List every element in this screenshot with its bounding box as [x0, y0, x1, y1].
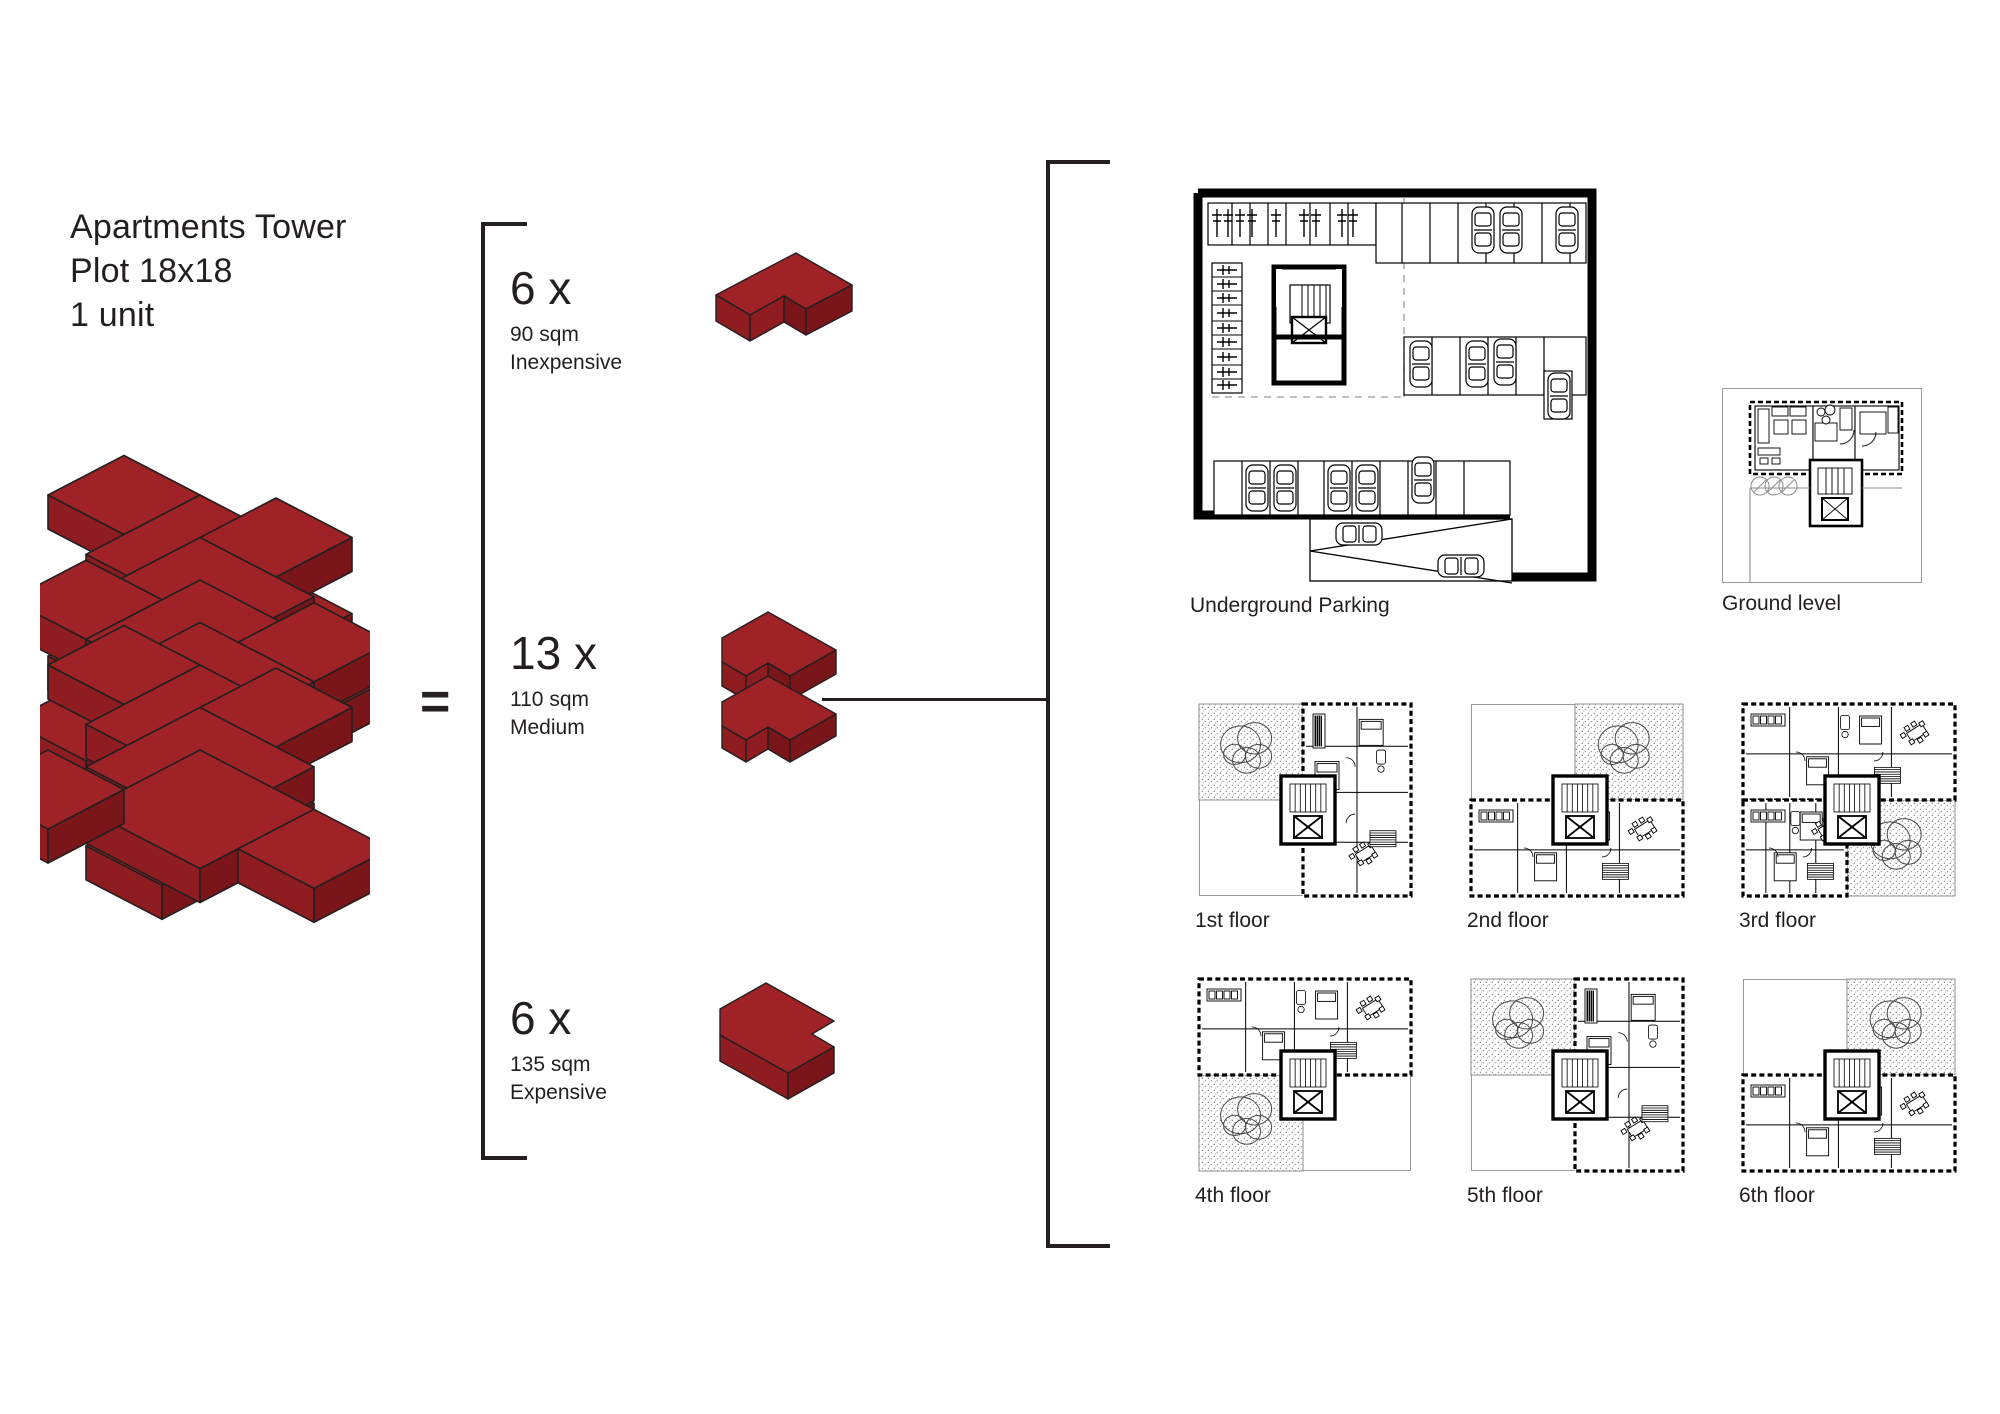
unit-count: 6 x — [510, 992, 572, 1044]
plan-floor-3: 3rd floor — [1739, 700, 1959, 933]
unit-price-tier: Expensive — [510, 1081, 607, 1105]
title-line-3: 1 unit — [70, 296, 155, 335]
plan-ground-level: Ground level — [1722, 388, 1922, 616]
plan-floor-5: 5th floor — [1467, 975, 1687, 1208]
bracket-connector-line — [822, 698, 1050, 701]
plan-floor-4: 4th floor — [1195, 975, 1415, 1208]
plan-caption-ground-level: Ground level — [1722, 592, 1842, 615]
unit-type-inexpensive: 6 x 90 sqm Inexpensive — [510, 245, 1070, 435]
plan-caption-underground-parking: Underground Parking — [1190, 594, 1390, 617]
unit-type-expensive: 6 x 135 sqm Expensive — [510, 975, 1070, 1165]
plan-caption-floor-3: 3rd floor — [1739, 909, 1817, 932]
plan-svg-ground-level — [1722, 388, 1922, 583]
plan-caption-floor-6: 6th floor — [1739, 1184, 1815, 1207]
floorplan-svg-2 — [1467, 700, 1687, 900]
floorplan-svg-4 — [1195, 975, 1415, 1175]
unit-type-medium: 13 x 110 sqm Medium — [510, 610, 1070, 800]
title-line-1: Apartments Tower — [70, 208, 347, 246]
floorplan-svg-6 — [1739, 975, 1959, 1175]
unit-type-inexpensive-text: 6 x 90 sqm Inexpensive — [510, 265, 670, 378]
unit-count: 6 x — [510, 262, 572, 314]
unit-type-medium-text: 13 x 110 sqm Medium — [510, 630, 670, 743]
unit-area: 110 sqm — [510, 688, 589, 711]
unit-price-tier: Inexpensive — [510, 351, 623, 375]
floorplan-svg-3 — [1739, 700, 1959, 900]
page-title: Apartments Tower Plot 18x18 1 unit — [70, 205, 530, 338]
plan-floor-6: 6th floor — [1739, 975, 1959, 1208]
unit-count: 13 x — [510, 627, 597, 679]
plan-caption-floor-1: 1st floor — [1195, 909, 1270, 932]
floorplan-svg-5 — [1467, 975, 1687, 1175]
unit-types-bracket — [481, 222, 527, 1160]
plan-underground-parking: Underground Parking — [1190, 185, 1600, 618]
unit-shape-l-flat — [700, 245, 900, 375]
plan-caption-floor-2: 2nd floor — [1467, 909, 1549, 932]
title-line-2: Plot 18x18 — [70, 252, 233, 291]
plan-floor-1: 1st floor — [1195, 700, 1415, 933]
plan-caption-floor-4: 4th floor — [1195, 1184, 1271, 1207]
unit-shape-t — [700, 975, 900, 1125]
floor-plans-bracket — [1046, 160, 1110, 1248]
plan-floor-2: 2nd floor — [1467, 700, 1687, 933]
floorplan-svg-1 — [1195, 700, 1415, 900]
unit-shape-z — [700, 610, 900, 770]
unit-area: 135 sqm — [510, 1053, 591, 1076]
unit-area: 90 sqm — [510, 323, 579, 346]
unit-price-tier: Medium — [510, 716, 585, 740]
unit-type-expensive-text: 6 x 135 sqm Expensive — [510, 995, 670, 1108]
equals-sign: = — [420, 673, 451, 731]
plan-caption-floor-5: 5th floor — [1467, 1184, 1543, 1207]
apartment-tower-isometric — [40, 415, 370, 1115]
